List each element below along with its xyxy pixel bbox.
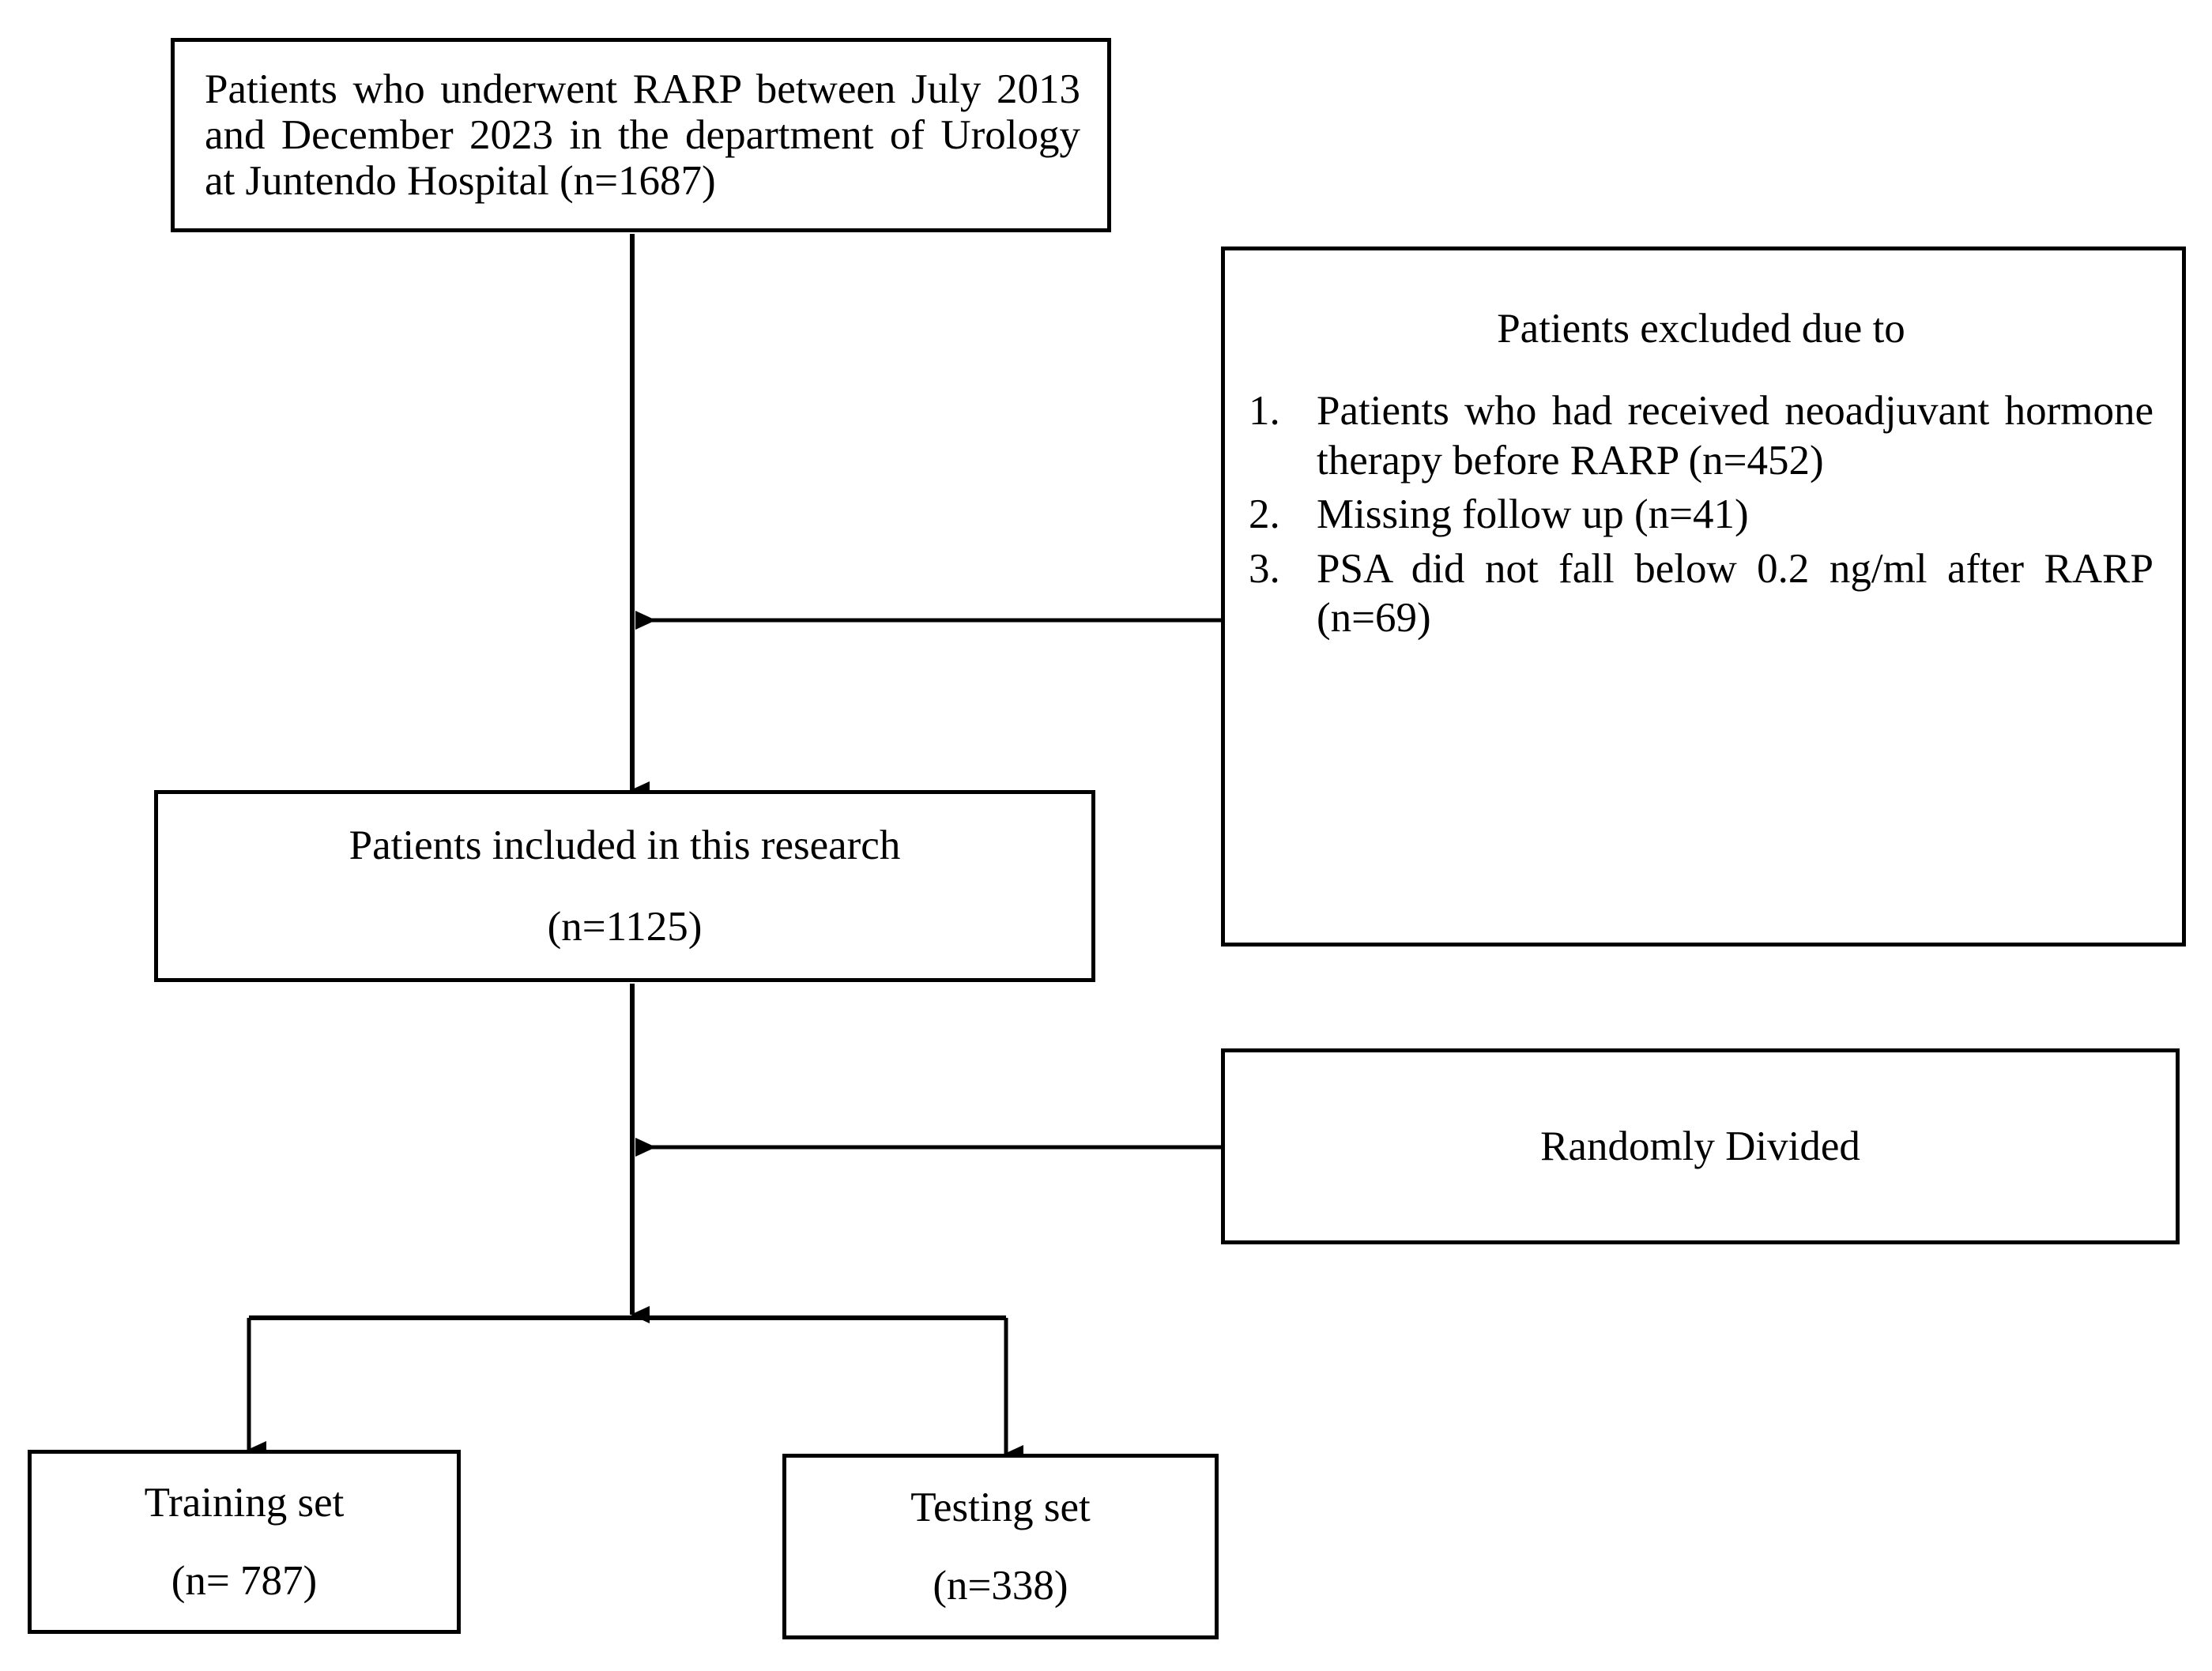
list-marker: 2. xyxy=(1249,491,1280,538)
randomly-divided-label: Randomly Divided xyxy=(1540,1123,1860,1169)
node-testing-set: Testing set (n=338) xyxy=(782,1454,1219,1639)
node-training-set: Training set (n= 787) xyxy=(28,1450,461,1634)
testing-set-count: (n=338) xyxy=(933,1562,1068,1609)
testing-set-label: Testing set xyxy=(910,1485,1091,1531)
node-randomly-divided: Randomly Divided xyxy=(1221,1048,2180,1244)
source-cohort-text: Patients who underwent RARP between July… xyxy=(205,66,1080,205)
excluded-reason-item: 2. Missing follow up (n=41) xyxy=(1249,490,2154,540)
training-set-label: Training set xyxy=(144,1480,345,1526)
excluded-reason-text: Missing follow up (n=41) xyxy=(1317,491,1749,538)
list-marker: 3. xyxy=(1249,545,1280,592)
node-excluded-patients: Patients excluded due to 1. Patients who… xyxy=(1221,247,2186,947)
excluded-reasons-list: 1. Patients who had received neoadjuvant… xyxy=(1249,386,2154,648)
excluded-reason-text: PSA did not fall below 0.2 ng/ml after R… xyxy=(1317,545,2154,642)
node-included-patients: Patients included in this research (n=11… xyxy=(154,790,1095,982)
included-count: (n=1125) xyxy=(547,903,703,950)
list-marker: 1. xyxy=(1249,388,1280,435)
excluded-reason-text: Patients who had received neoadjuvant ho… xyxy=(1317,388,2154,484)
excluded-reason-item: 3. PSA did not fall below 0.2 ng/ml afte… xyxy=(1249,544,2154,643)
excluded-title: Patients excluded due to xyxy=(1497,306,1905,352)
included-label: Patients included in this research xyxy=(349,822,901,869)
excluded-reason-item: 1. Patients who had received neoadjuvant… xyxy=(1249,386,2154,485)
node-source-cohort: Patients who underwent RARP between July… xyxy=(171,38,1111,232)
training-set-count: (n= 787) xyxy=(171,1557,318,1604)
